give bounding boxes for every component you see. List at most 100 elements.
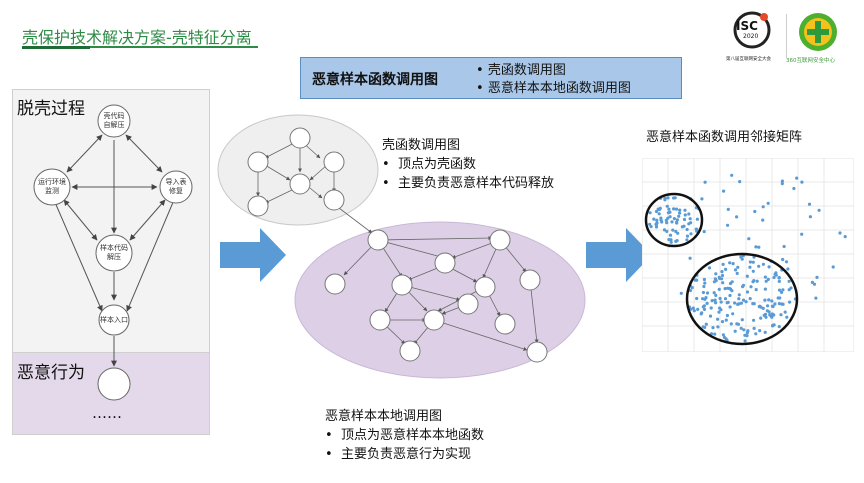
matrix-dot [705, 291, 710, 295]
node-sample-entry [98, 304, 130, 336]
matrix-dot [781, 288, 785, 292]
matrix-dot [685, 238, 689, 242]
matrix-dot [678, 211, 682, 215]
matrix-dot [787, 288, 791, 292]
matrix-dot [780, 182, 784, 186]
matrix-dot [763, 330, 767, 334]
node-label-self-extract: 壳代码 自解压 [103, 112, 125, 129]
cluster-ellipse-shell [644, 192, 704, 248]
matrix-dot [662, 228, 667, 232]
matrix-dot [665, 229, 669, 233]
matrix-dot [758, 304, 762, 308]
matrix-dot [795, 176, 799, 180]
matrix-dot [739, 326, 743, 330]
matrix-dot [675, 220, 679, 224]
matrix-dot [773, 302, 777, 306]
matrix-dot [702, 304, 706, 308]
matrix-dot [735, 215, 739, 219]
matrix-dot [725, 313, 729, 318]
matrix-dot [674, 207, 679, 211]
matrix-dot [759, 316, 763, 320]
node-label-iat-repair: 导入表 修复 [165, 178, 187, 195]
legend-item-label: 壳函数调用图 [487, 63, 566, 78]
matrix-dot [766, 304, 770, 308]
node-label-env-check: 运行环境 监测 [38, 178, 66, 195]
matrix-dot [691, 306, 695, 310]
node-malicious [97, 367, 131, 401]
bullet-text: 顶点为恶意样本本地函数 [340, 428, 484, 443]
matrix-dot [761, 205, 765, 209]
matrix-dot [764, 279, 768, 283]
matrix-dot [831, 265, 835, 269]
matrix-dot [688, 217, 692, 221]
cluster-ellipse-local [685, 252, 799, 346]
matrix-dot [687, 212, 691, 216]
flow-arrow-1 [220, 228, 286, 282]
matrix-dot [754, 288, 758, 292]
node-label-sample-decompress: 样本代码 解压 [100, 244, 128, 261]
matrix-dot [675, 218, 679, 222]
matrix-dot [668, 233, 673, 237]
matrix-dot [669, 240, 673, 244]
matrix-dot [677, 214, 681, 218]
matrix-dot [742, 328, 746, 332]
matrix-dot [654, 225, 659, 229]
matrix-dot [751, 302, 755, 306]
matrix-dot [721, 333, 725, 337]
matrix-dot [766, 277, 770, 281]
matrix-dot [800, 232, 804, 236]
matrix-dot [738, 180, 742, 184]
matrix-dot [708, 314, 713, 318]
matrix-dot [716, 325, 720, 329]
matrix-dot [780, 302, 784, 306]
matrix-dot [670, 220, 674, 224]
matrix-dot [703, 281, 707, 285]
matrix-dot [683, 208, 687, 212]
matrix-dot [666, 211, 670, 215]
matrix-dot [718, 296, 722, 301]
matrix-dot [776, 296, 780, 300]
matrix-dot [749, 285, 753, 289]
matrix-dot [745, 274, 749, 278]
matrix-dot [714, 272, 718, 276]
bullet-text: 主要负责恶意样本代码释放 [397, 176, 554, 191]
matrix-dot [663, 196, 667, 200]
matrix-dot [718, 306, 722, 310]
matrix-dot [685, 234, 690, 238]
matrix-dot [703, 180, 707, 184]
matrix-dot [699, 312, 703, 316]
matrix-dot [815, 275, 819, 279]
matrix-dot [748, 265, 752, 269]
matrix-dot [748, 297, 752, 301]
matrix-dot [735, 322, 739, 326]
matrix-dot [754, 332, 758, 336]
matrix-dot [719, 300, 723, 304]
matrix-dot [675, 239, 679, 243]
matrix-dot [655, 218, 659, 222]
matrix-dot [654, 209, 659, 214]
matrix-dot [771, 323, 775, 327]
matrix-dot [721, 281, 725, 285]
matrix-dot [733, 268, 738, 272]
360-logo-icon [796, 10, 840, 54]
matrix-caption: 恶意样本函数调用邻接矩阵 [646, 130, 803, 145]
matrix-dot [688, 256, 692, 260]
matrix-dot [770, 304, 774, 308]
matrix-dot [748, 260, 752, 264]
matrix-dot [713, 277, 717, 281]
matrix-dot [672, 196, 676, 200]
local-graph-caption: 恶意样本本地调用图 [325, 409, 443, 424]
matrix-dot [783, 310, 787, 314]
matrix-dot [704, 322, 708, 326]
matrix-dot [659, 218, 663, 222]
matrix-dot [772, 313, 776, 317]
legend-box [300, 57, 682, 99]
legend-item-local: • 恶意样本本地函数调用图 [476, 81, 631, 96]
matrix-dot [731, 312, 735, 316]
matrix-dot [735, 271, 739, 275]
matrix-dot [777, 276, 781, 280]
360-logo-caption: 360互联网安全中心 [786, 58, 835, 64]
matrix-dot [702, 277, 706, 282]
matrix-dot [777, 288, 782, 292]
